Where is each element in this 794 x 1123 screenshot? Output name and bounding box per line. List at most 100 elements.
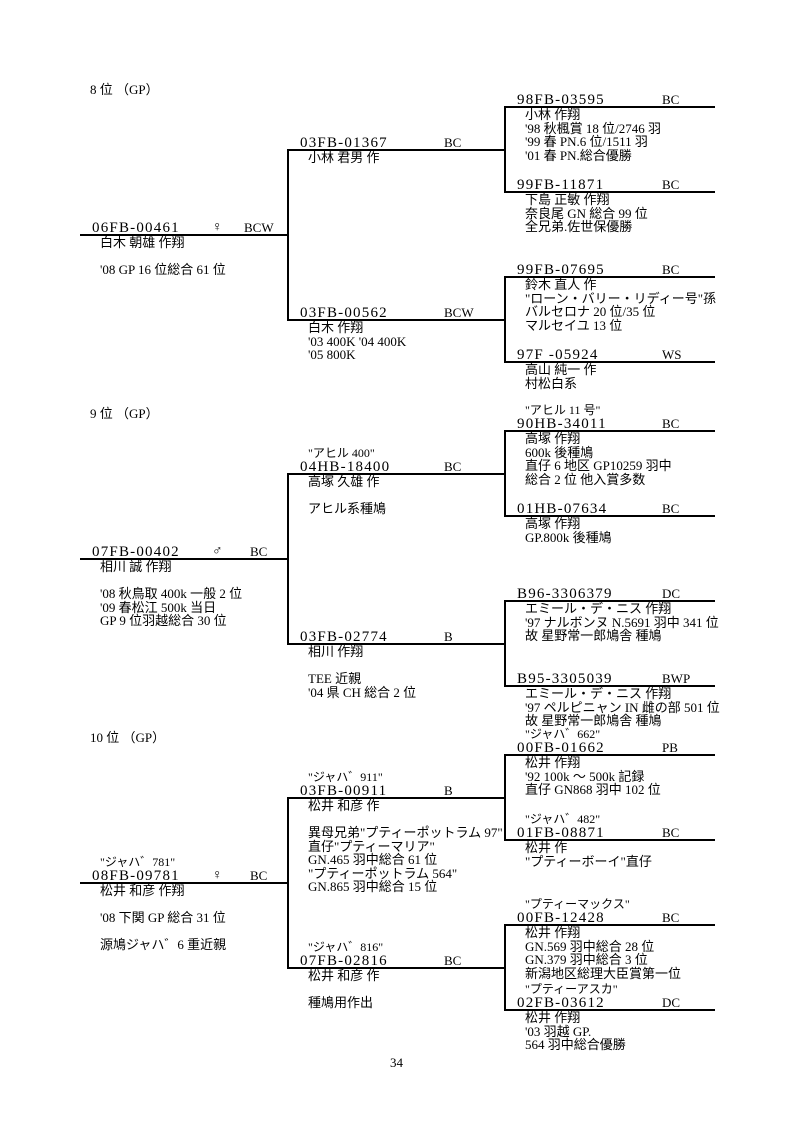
sire-dam-ring-id: 01HB-07634 (517, 501, 608, 517)
dam-sire-info-line: 松井 作翔 (525, 925, 581, 940)
dam-dam-info-line: 松井 作翔 (525, 1010, 581, 1025)
connector-line (288, 797, 505, 799)
sire-sire-nickname: "アヒル 11 号" (525, 403, 601, 417)
dam-sire-info-line: マルセイユ 13 位 (525, 317, 623, 333)
connector-line (504, 276, 506, 363)
sire-info-line: "プティーポットラム 564" (308, 865, 458, 881)
sire-sire-info-line: 高塚 作翔 (525, 431, 581, 446)
dam-sire-info-line: バルセロナ 20 位/35 位 (525, 304, 656, 319)
connector-line (505, 106, 715, 108)
sire-sire-color: PB (662, 740, 678, 755)
dam-color: BC (444, 953, 462, 968)
sire-dam-color: BC (662, 177, 680, 192)
dam-dam-color: BWP (662, 671, 691, 686)
root-info-line: 白木 朝雄 作翔 (100, 235, 185, 250)
connector-line (505, 600, 715, 602)
connector-line (288, 149, 505, 151)
dam-ring-id: 07FB-02816 (300, 953, 388, 969)
page-number: 34 (390, 1055, 403, 1070)
root-info-line: 松井 和彦 作翔 (100, 883, 185, 898)
connector-line (288, 473, 505, 475)
sire-dam-color: BC (662, 501, 680, 516)
sire-dam-ring-id: 99FB-11871 (517, 177, 605, 193)
dam-info-line: 松井 和彦 作 (308, 968, 380, 983)
connector-line (80, 558, 288, 560)
dam-sire-info-line: GN.379 羽中総合 3 位 (525, 952, 648, 967)
sire-info-line: 高塚 久雄 作 (308, 474, 380, 489)
dam-color: B (444, 629, 453, 644)
connector-line (505, 1009, 715, 1011)
connector-line (80, 234, 288, 236)
sire-sire-info-line: 600k 後種鳩 (525, 444, 594, 460)
root-color: BC (250, 544, 268, 559)
dam-dam-color: WS (662, 347, 682, 362)
sire-sire-ring-id: 90HB-34011 (517, 416, 607, 432)
connector-line (505, 361, 715, 363)
dam-info-line: TEE 近親 (308, 671, 362, 686)
root-info-line: '08 GP 16 位総合 61 位 (100, 262, 226, 277)
dam-dam-info-line: 村松白系 (525, 375, 578, 391)
sire-color: B (444, 783, 453, 798)
sire-ring-id: 03FB-01367 (300, 135, 388, 151)
connector-line (505, 191, 715, 193)
sire-dam-nickname: "ジャハ゛482" (525, 812, 601, 826)
sire-dam-info-line: GP.800k 後種鳩 (525, 529, 612, 545)
sire-sire-info-line: 小林 作翔 (525, 107, 581, 122)
dam-info-line: '04 県 CH 総合 2 位 (308, 684, 417, 700)
root-sex-icon: ♀ (212, 868, 223, 883)
dam-sire-color: DC (662, 586, 681, 601)
dam-dam-info-line: エミール・デ・ニス 作翔 (525, 686, 672, 701)
connector-line (288, 319, 505, 321)
root-color: BC (250, 868, 268, 883)
root-sex-icon: ♂ (212, 544, 223, 559)
sire-info-line: 異母兄弟"プティーポットラム 97" (308, 825, 503, 840)
sire-dam-info-line: 全兄弟.佐世保優勝 (525, 219, 633, 234)
dam-info-line: '03 400K '04 400K (308, 333, 407, 349)
root-color: BCW (244, 220, 274, 235)
sire-nickname: "アヒル 400" (308, 446, 375, 460)
sire-sire-info-line: 直仔 GN868 羽中 102 位 (525, 782, 661, 797)
dam-nickname: "ジャハ゛816" (308, 940, 384, 954)
sire-color: BC (444, 135, 462, 150)
connector-line (505, 839, 715, 841)
dam-sire-info-line: 新潟地区総理大臣賞第一位 (525, 965, 682, 981)
connector-line (505, 430, 715, 432)
sire-sire-info-line: '98 秋楓賞 18 位/2746 羽 (525, 120, 661, 136)
connector-line (287, 797, 289, 969)
dam-sire-info-line: 故 星野常一郎鳩舎 種鳩 (525, 628, 662, 643)
connector-line (504, 754, 506, 841)
dam-dam-info-line: '03 羽越 GP. (525, 1023, 592, 1039)
sire-sire-info-line: '01 春 PN.総合優勝 (525, 147, 632, 163)
root-nickname: "ジャハ゛781" (100, 855, 176, 869)
sire-dam-info-line: "プティーボーイ"直仔 (525, 853, 652, 869)
sire-sire-ring-id: 00FB-01662 (517, 740, 605, 756)
connector-line (505, 276, 715, 278)
sire-info-line: 直仔"プティーマリア" (308, 838, 435, 854)
sire-sire-info-line: 松井 作翔 (525, 755, 581, 770)
connector-line (288, 967, 505, 969)
root-ring-id: 07FB-00402 (92, 544, 180, 560)
dam-info-line: 種鳩用作出 (308, 995, 374, 1010)
sire-sire-info-line: '99 春 PN.6 位/1511 羽 (525, 134, 648, 149)
dam-info-line: '05 800K (308, 347, 356, 362)
connector-line (504, 600, 506, 687)
sire-info-line: GN.465 羽中総合 61 位 (308, 852, 438, 867)
root-info-line: 相川 誠 作翔 (100, 559, 172, 574)
root-ring-id: 06FB-00461 (92, 220, 180, 236)
sire-sire-info-line: '92 100k ～ 500k 記録 (525, 768, 645, 784)
root-info-line: GP 9 位羽越総合 30 位 (100, 613, 227, 628)
connector-line (80, 882, 288, 884)
section-title: 10 位 （GP） (90, 730, 166, 745)
sire-color: BC (444, 459, 462, 474)
sire-dam-info-line: 高塚 作翔 (525, 516, 581, 531)
sire-info-line: 松井 和彦 作 (308, 798, 380, 813)
sire-info-line: アヒル系種鳩 (308, 501, 387, 516)
connector-line (504, 106, 506, 193)
sire-ring-id: 04HB-18400 (300, 459, 391, 475)
sire-dam-info-line: 下島 正敏 作翔 (525, 192, 610, 207)
dam-sire-info-line: 鈴木 直人 作 (525, 277, 597, 292)
dam-ring-id: 03FB-02774 (300, 629, 388, 645)
sire-sire-color: BC (662, 92, 680, 107)
section-title: 8 位 （GP） (90, 82, 159, 97)
